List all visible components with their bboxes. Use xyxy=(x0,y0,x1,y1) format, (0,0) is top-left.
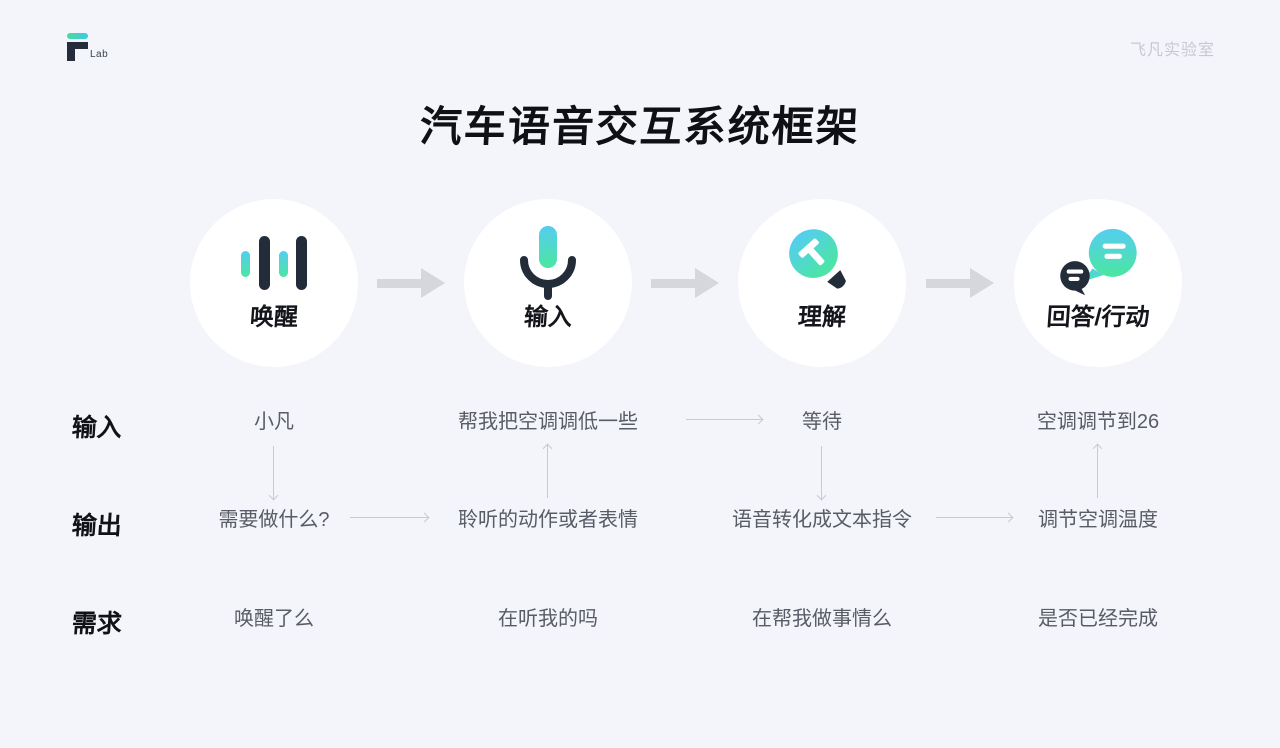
cell-demand-awake: 唤醒了么 xyxy=(234,608,314,630)
logo-f-mark xyxy=(67,42,88,49)
app-logo: Lab xyxy=(67,31,187,71)
cell-demand-done: 是否已经完成 xyxy=(1038,608,1158,630)
flow-arrow-up-col2 xyxy=(547,445,548,498)
stage-label-understand: 理解 xyxy=(797,304,847,331)
stage-arrow-1 xyxy=(377,268,445,298)
stage-circle-answer: 回答/行动 xyxy=(1014,199,1182,367)
stage-circle-input: 输入 xyxy=(464,199,632,367)
logo-lab-label: Lab xyxy=(90,49,109,60)
flow-arrow-right-input-2 xyxy=(686,419,762,420)
flow-arrow-right-output-3 xyxy=(936,517,1012,518)
logo-gradient-bar xyxy=(67,33,88,39)
stage-arrow-2 xyxy=(651,268,719,298)
stage-label-input: 输入 xyxy=(523,304,573,331)
cell-input-wake: 小凡 xyxy=(254,411,294,433)
cell-input-command: 帮我把空调调低一些 xyxy=(458,411,638,433)
brand-name: 飞凡实验室 xyxy=(1129,42,1215,59)
cell-output-adjust: 调节空调温度 xyxy=(1038,509,1158,531)
voice-waveform-icon xyxy=(190,213,358,313)
page-title: 汽车语音交互系统框架 xyxy=(418,103,862,150)
flow-arrow-right-output-1 xyxy=(350,517,428,518)
cell-input-wait: 等待 xyxy=(802,411,842,433)
microphone-icon xyxy=(464,213,632,313)
stage-label-answer: 回答/行动 xyxy=(1045,304,1151,331)
cell-demand-working: 在帮我做事情么 xyxy=(752,608,892,630)
cell-output-listen: 聆听的动作或者表情 xyxy=(458,509,638,531)
stage-label-wake: 唤醒 xyxy=(249,304,299,331)
stage-circle-understand: 理解 xyxy=(738,199,906,367)
stage-circle-wake: 唤醒 xyxy=(190,199,358,367)
cell-demand-listening: 在听我的吗 xyxy=(498,608,598,630)
cell-output-ask: 需要做什么? xyxy=(218,509,330,531)
stage-arrow-3 xyxy=(926,268,994,298)
flow-arrow-up-col4 xyxy=(1097,445,1098,498)
cell-input-result: 空调调节到26 xyxy=(1036,411,1160,433)
lightbulb-icon xyxy=(738,213,906,313)
flow-arrow-down-col3 xyxy=(821,446,822,499)
cell-output-transcribe: 语音转化成文本指令 xyxy=(732,509,912,531)
logo-f-mark-stem xyxy=(67,42,75,61)
chat-bubbles-icon xyxy=(1014,213,1182,313)
flow-arrow-down-col1 xyxy=(273,446,274,499)
